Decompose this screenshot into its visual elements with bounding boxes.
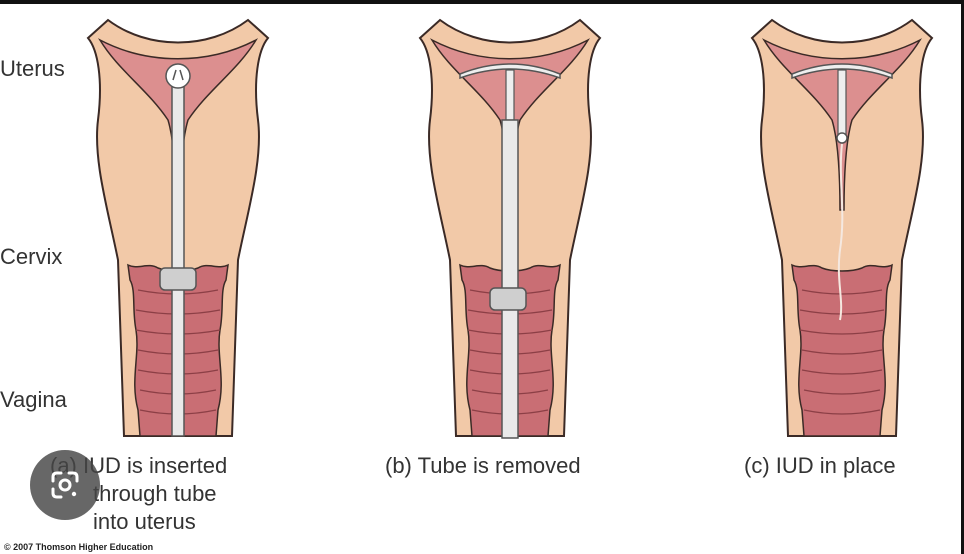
tube-stopper (160, 268, 196, 290)
panel-c (752, 20, 932, 436)
label-vagina: Vagina (0, 387, 67, 413)
copyright-text: © 2007 Thomson Higher Education (4, 542, 153, 552)
google-lens-icon (47, 467, 83, 503)
label-cervix: Cervix (0, 244, 62, 270)
panel-a (88, 20, 268, 436)
caption-c: (c) IUD in place (744, 452, 896, 480)
insertion-tube (172, 84, 184, 436)
google-lens-button[interactable] (30, 450, 100, 520)
label-uterus: Uterus (0, 56, 65, 82)
panel-b (420, 20, 600, 438)
folded-iud (166, 64, 190, 88)
iud-stem (838, 70, 846, 136)
insertion-tube (502, 120, 518, 438)
caption-b: (b) Tube is removed (385, 452, 581, 480)
tube-stopper (490, 288, 526, 310)
